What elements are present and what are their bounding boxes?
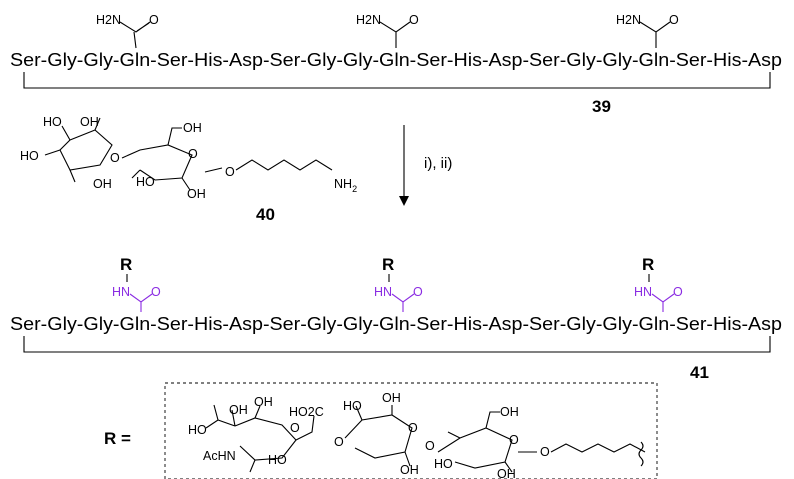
galactose-unit: HO OH O OH O: [343, 391, 435, 477]
amide-o-label: O: [669, 13, 679, 27]
glucose-ring: [121, 144, 193, 181]
oh-label: OH: [500, 405, 519, 419]
r-label: R: [120, 255, 132, 274]
gln-amide-3: H2N O: [616, 13, 679, 48]
cyclization-bracket: [23, 72, 771, 89]
arrow-head: [399, 196, 409, 206]
amide-nh2-label: H2N: [96, 13, 121, 27]
hn-label: HN: [374, 285, 392, 299]
oh-label: OH: [400, 463, 419, 477]
aglycone-o-label: O: [540, 445, 550, 459]
gln-amide-1: H2N O: [96, 13, 159, 49]
amide-nh2-label: H2N: [356, 13, 381, 27]
ring-o-label: O: [188, 147, 198, 161]
hexyl-chain: [204, 159, 333, 173]
dashed-box: [164, 382, 658, 479]
ho-label: HO: [43, 115, 62, 129]
amide-o-label: O: [409, 13, 419, 27]
reaction-arrow: i), ii): [399, 125, 452, 206]
o-label: O: [151, 285, 161, 299]
oh-label: OH: [93, 177, 112, 191]
o-label: O: [673, 285, 683, 299]
ho-label: HO: [268, 453, 287, 467]
modified-gln-1: R HN O: [112, 255, 161, 312]
co2h-label: HO2C: [289, 405, 324, 419]
peptide-sequence: Ser-Gly-Gly-Gln-Ser-His-Asp-Ser-Gly-Gly-…: [10, 314, 782, 334]
amide-bonds: [639, 21, 671, 48]
oh-label: OH: [382, 391, 401, 405]
glycosidic-o-label: O: [334, 435, 344, 449]
r-label: R: [382, 255, 394, 274]
lactoside-40: HO OH HO OH O OH O HO OH O NH2 40: [20, 115, 357, 224]
nh2-label: NH2: [334, 177, 357, 194]
compound-label-40: 40: [256, 205, 275, 224]
oh-label: OH: [254, 395, 273, 409]
ho-label: HO: [343, 399, 362, 413]
gln-amide-2: H2N O: [356, 13, 419, 48]
glucose-unit: OH O HO OH O: [434, 405, 550, 479]
attachment-point: [638, 441, 644, 467]
r-label: R: [642, 255, 654, 274]
compound-label-41: 41: [690, 363, 709, 382]
r-equals-label: R =: [104, 429, 131, 448]
amide-bonds: [129, 293, 153, 312]
hn-label: HN: [634, 285, 652, 299]
sialic-acid-unit: HO OH OH AcHN HO HO2C O O: [188, 395, 344, 473]
amide-bonds: [391, 293, 415, 312]
amide-nh2-label: H2N: [616, 13, 641, 27]
peptide-41: R HN O R HN O R HN O Ser-Gly-Gly-Gln-Ser…: [10, 255, 782, 382]
achn-label: AcHN: [203, 449, 236, 463]
hn-label: HN: [112, 285, 130, 299]
r-group-definition: R = HO OH OH AcHN HO HO2C O O HO OH O OH…: [104, 382, 658, 479]
modified-gln-3: R HN O: [634, 255, 683, 312]
ring-o-label: O: [408, 421, 418, 435]
oh-label: OH: [187, 187, 206, 201]
aglycone-o-label: O: [225, 165, 235, 179]
oh-label: OH: [80, 115, 99, 129]
oh-label: OH: [497, 467, 516, 479]
ho-label: HO: [434, 457, 453, 471]
oh-label: OH: [183, 121, 202, 135]
ho-label: HO: [188, 423, 207, 437]
amide-o-label: O: [149, 13, 159, 27]
amide-bonds: [379, 21, 411, 48]
compound-label-39: 39: [592, 97, 611, 116]
ring-o-label: O: [290, 421, 300, 435]
oh-label: OH: [229, 403, 248, 417]
peptide-39: H2N O H2N O H2N O Ser-Gly-Gly-Gln-Ser-Hi…: [10, 13, 782, 116]
glycosidic-o-label: O: [425, 439, 435, 453]
cyclization-bracket: [23, 336, 771, 353]
amide-bonds: [651, 293, 675, 312]
ho-label: HO: [136, 175, 155, 189]
glycosidic-o-label: O: [110, 151, 120, 165]
modified-gln-2: R HN O: [374, 255, 423, 312]
o-label: O: [413, 285, 423, 299]
hexyl-linker: [518, 443, 646, 453]
peptide-sequence: Ser-Gly-Gly-Gln-Ser-His-Asp-Ser-Gly-Gly-…: [10, 50, 782, 70]
amide-bonds: [119, 21, 151, 49]
ho-label: HO: [20, 149, 39, 163]
reaction-conditions: i), ii): [424, 155, 452, 172]
ring-o-label: O: [509, 433, 519, 447]
